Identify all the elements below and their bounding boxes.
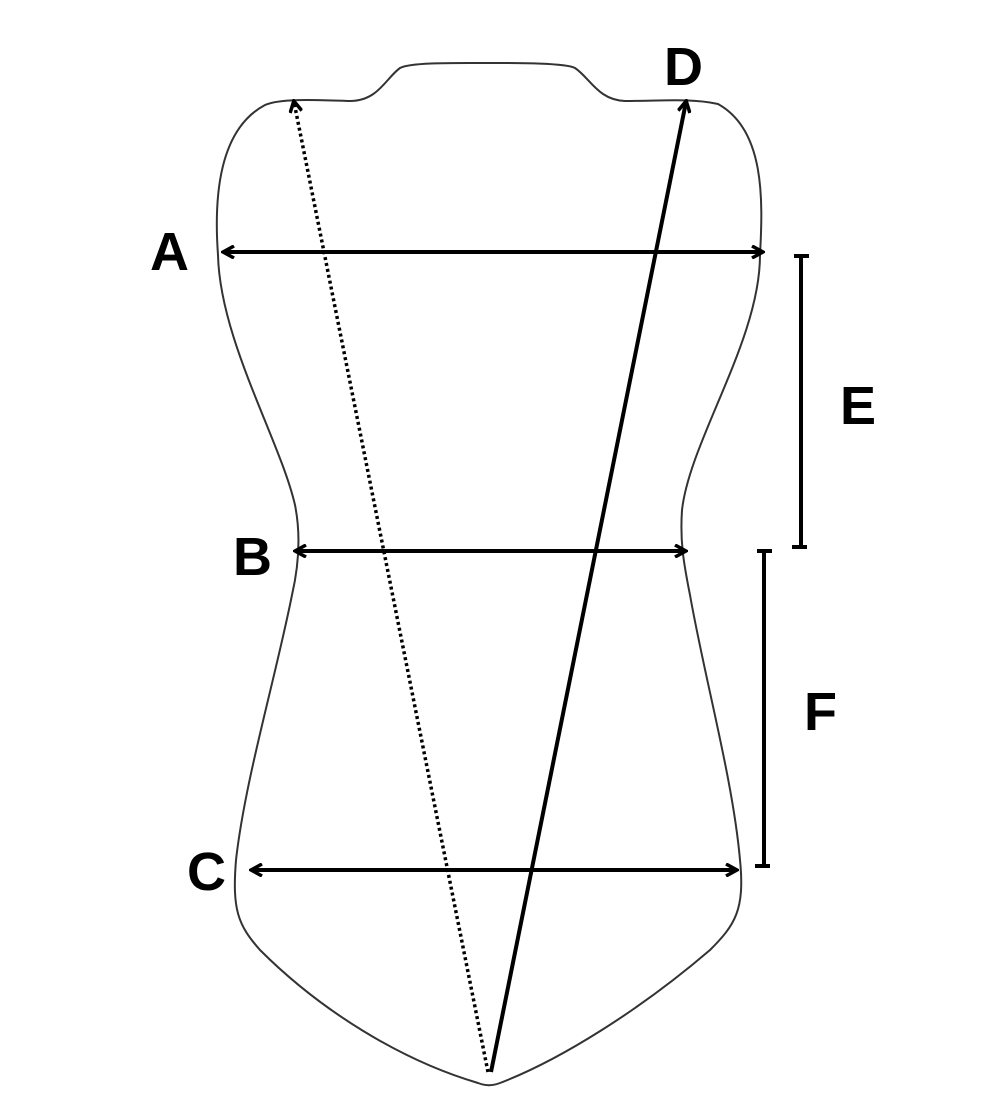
dotted-diagonal-line [294, 102, 490, 1073]
bracket-f [755, 549, 772, 868]
bracket-e [792, 254, 809, 549]
label-a: A [150, 222, 189, 282]
label-d: D [664, 37, 703, 97]
label-e: E [840, 376, 876, 436]
measure-line-d [489, 102, 686, 1073]
label-c: C [187, 842, 226, 902]
label-f: F [804, 682, 837, 742]
garment-outline [215, 61, 763, 1087]
label-b: B [233, 527, 272, 587]
